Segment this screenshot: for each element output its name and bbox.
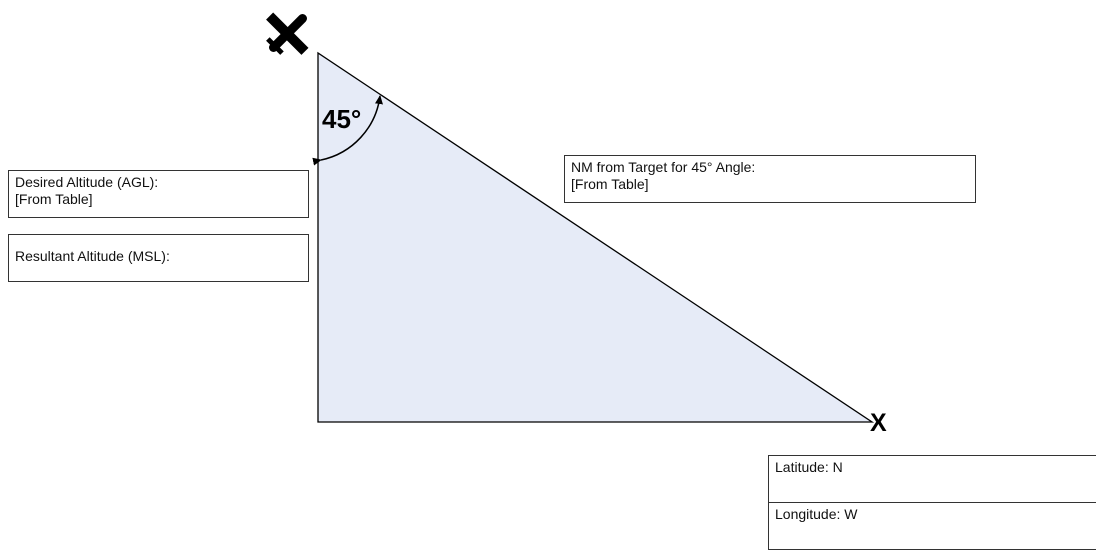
- resultant-altitude-box[interactable]: Resultant Altitude (MSL):: [8, 234, 309, 282]
- longitude-label: Longitude: W: [775, 506, 858, 522]
- airplane-icon: [266, 12, 309, 55]
- nm-from-target-label: NM from Target for 45° Angle:: [571, 159, 756, 175]
- angle-label: 45°: [322, 104, 362, 134]
- angle-arc: [312, 95, 383, 166]
- latitude-label: Latitude: N: [775, 459, 843, 475]
- nm-from-target-box[interactable]: NM from Target for 45° Angle: [From Tabl…: [564, 155, 976, 203]
- altitude-triangle: [317, 51, 875, 423]
- desired-altitude-value: [From Table]: [15, 191, 93, 207]
- nm-from-target-value: [From Table]: [571, 176, 649, 192]
- longitude-box[interactable]: Longitude: W: [768, 502, 1096, 550]
- resultant-altitude-label: Resultant Altitude (MSL):: [15, 248, 170, 264]
- desired-altitude-label: Desired Altitude (AGL):: [15, 174, 159, 190]
- desired-altitude-box[interactable]: Desired Altitude (AGL): [From Table]: [8, 170, 309, 218]
- latitude-box[interactable]: Latitude: N: [768, 455, 1096, 503]
- target-marker: X: [870, 409, 887, 437]
